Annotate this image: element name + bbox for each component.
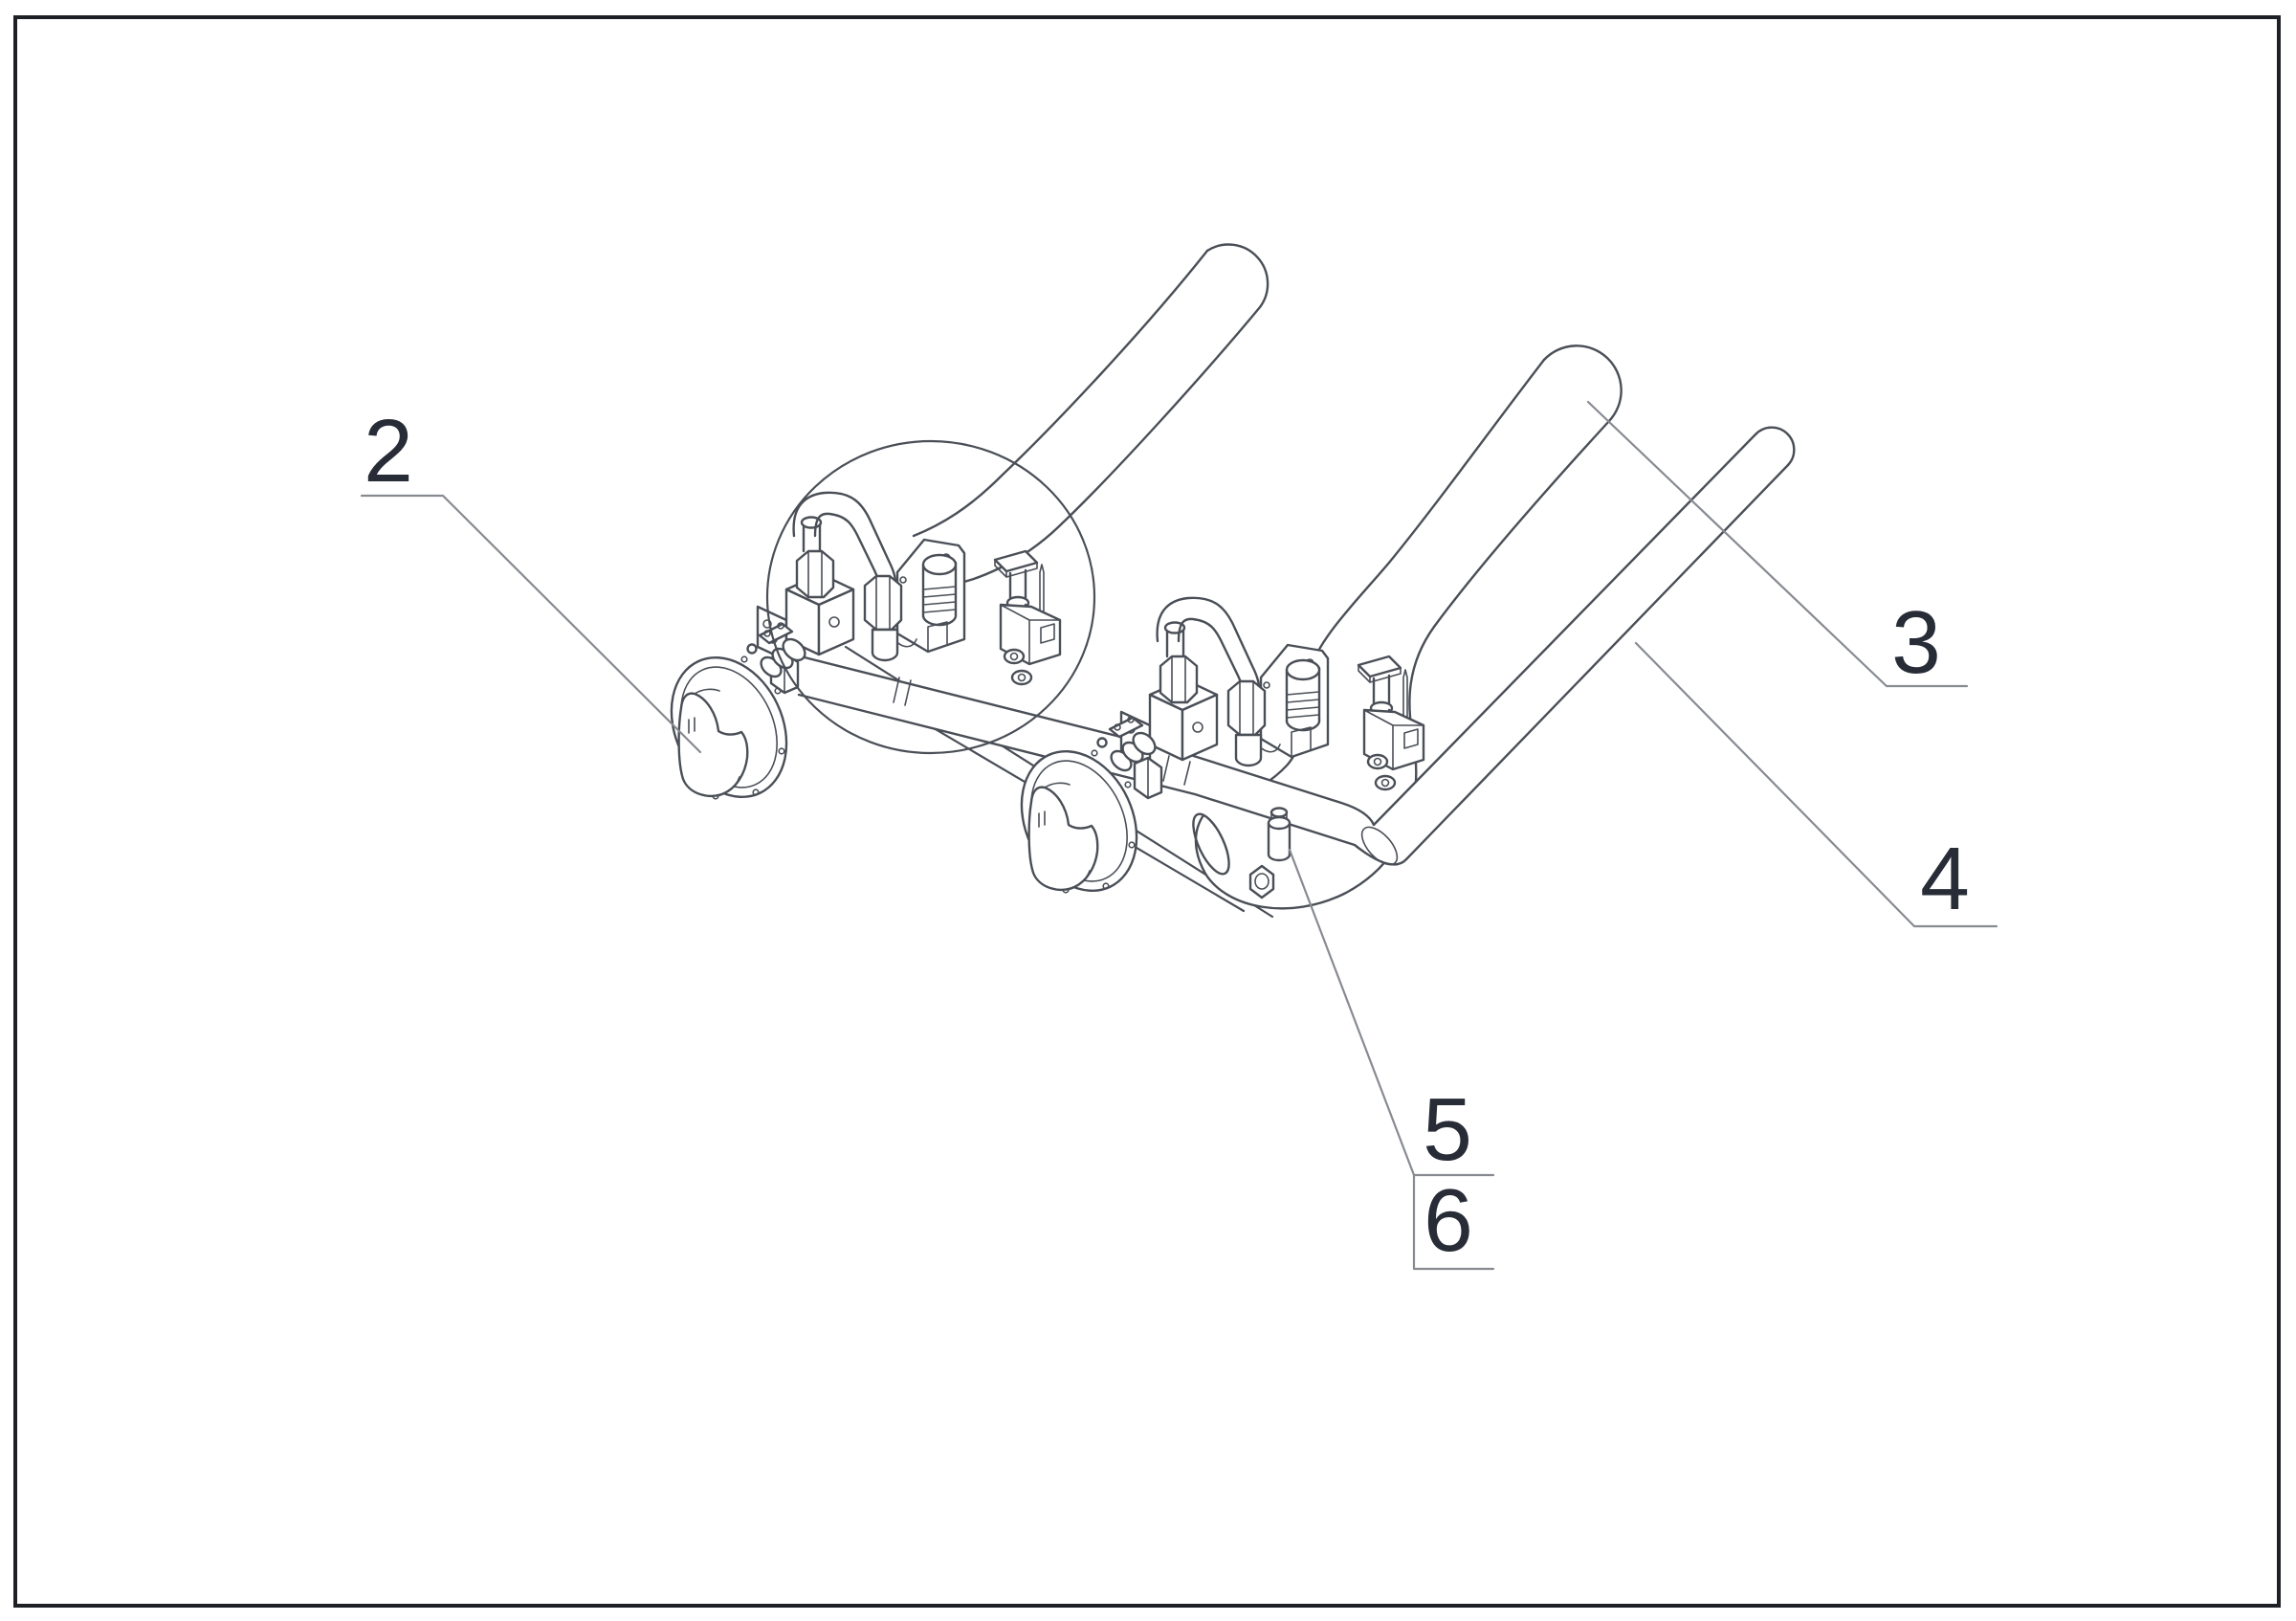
- manifold-tip: [1754, 426, 1796, 467]
- callout-3-leader: [1586, 400, 1969, 688]
- tube2-tip: [1542, 344, 1623, 423]
- control-knob-1: [648, 621, 810, 817]
- hex-nut: [1248, 864, 1275, 899]
- drawing-border: [13, 15, 2281, 1608]
- manifold-upper-edge: [784, 433, 1757, 827]
- callout-2-label: 2: [364, 401, 413, 500]
- callout-4: 4: [1634, 641, 1998, 928]
- tube2-inner-edge: [1230, 358, 1546, 802]
- detail-circle: [765, 439, 1096, 755]
- callout-5-6: 5 6: [1288, 848, 1495, 1271]
- manifold-bend-cheek: [1360, 826, 1399, 866]
- tube1-upper-edge: [912, 249, 1209, 538]
- callout-4-label: 4: [1920, 829, 1970, 928]
- orifice-fitting: [1267, 807, 1292, 862]
- nut-bore: [1254, 873, 1269, 890]
- callout-5-label: 5: [1423, 1079, 1472, 1179]
- fitting-top: [1269, 807, 1289, 818]
- callout-2: 2: [360, 401, 702, 754]
- callout-3-label: 3: [1891, 592, 1941, 692]
- tube2-mouth: [1192, 812, 1230, 876]
- fitting-flange: [1267, 815, 1292, 831]
- callout-6-leader: [1412, 1173, 1495, 1271]
- callout-2-leader: [360, 494, 702, 754]
- callout-3: 3: [1586, 400, 1969, 692]
- burner-tube-1: [912, 243, 1269, 588]
- callout-6-label: 6: [1424, 1170, 1473, 1270]
- manifold-pipe: [784, 426, 1796, 866]
- pipe-sleeve-joints: [893, 677, 1191, 786]
- callout-4-leader: [1634, 641, 1998, 928]
